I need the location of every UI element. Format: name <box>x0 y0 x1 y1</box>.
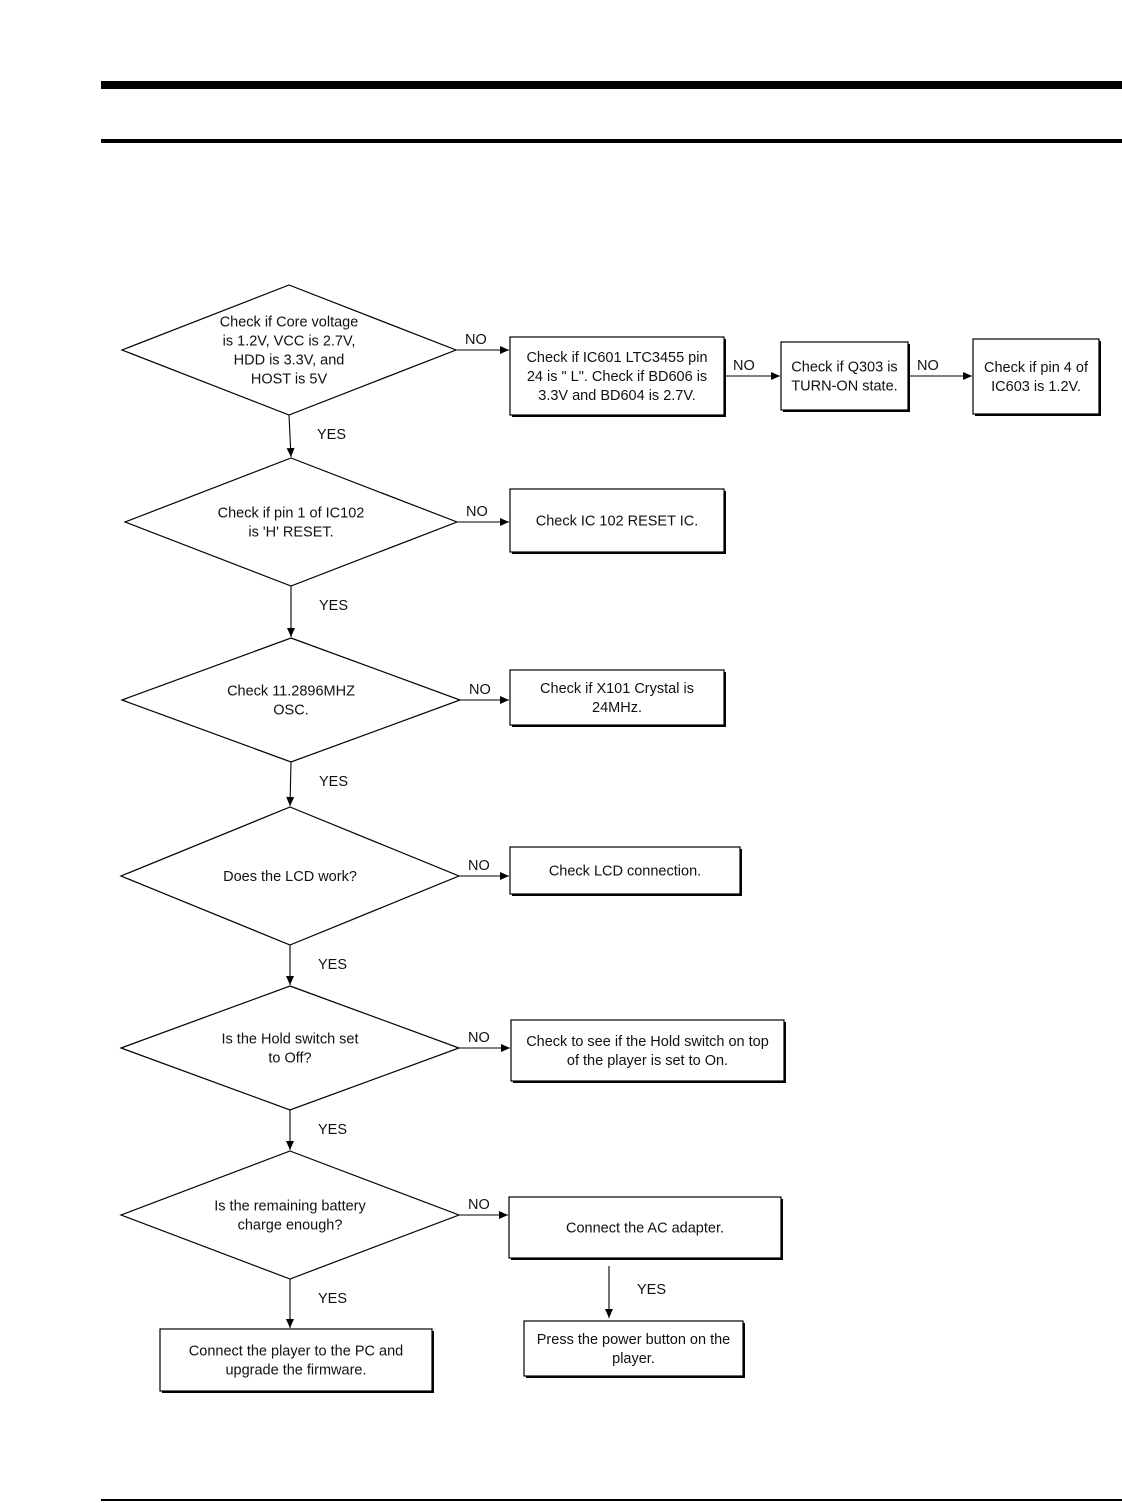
process-b1a-text-line: 3.3V and BD604 is 2.7V. <box>538 388 695 404</box>
process-b8-label: Connect the player to the PC and upgrade … <box>189 1344 403 1379</box>
process-b6-text-line: Connect the AC adapter. <box>566 1221 724 1237</box>
process-b8-text-line: upgrade the firmware. <box>225 1363 366 1379</box>
edge-d2-b2-head <box>500 518 509 526</box>
process-b1a-text-line: Check if IC601 LTC3455 pin <box>526 350 707 366</box>
decision-d4-label: Does the LCD work? <box>223 869 357 885</box>
edge-d3-d4-head <box>286 796 295 806</box>
edge-b1b-b1c-head <box>963 372 972 380</box>
process-b8 <box>159 1328 433 1392</box>
decision-d5-text-line: to Off? <box>268 1051 311 1067</box>
edge-d2-b2-label: NO <box>466 504 488 520</box>
edge-d5-b5-head <box>501 1044 510 1052</box>
edge-b1a-b1b-label: NO <box>733 358 755 374</box>
process-b1c-text-line: IC603 is 1.2V. <box>991 379 1081 395</box>
process-b3-text-line: 24MHz. <box>592 700 642 716</box>
decision-d6-text-line: charge enough? <box>238 1218 343 1234</box>
edge-d4-d5-head <box>286 976 294 985</box>
decision-d3 <box>120 637 462 763</box>
process-b5-label: Check to see if the Hold switch on top of… <box>526 1034 769 1069</box>
edge-d4-d5-label: YES <box>318 957 347 973</box>
process-b7-text-line: player. <box>612 1351 655 1367</box>
decision-d5-text-line: Is the Hold switch set <box>222 1032 359 1048</box>
process-b5-text-line: of the player is set to On. <box>567 1053 728 1069</box>
decision-d2-text-line: Check if pin 1 of IC102 <box>218 506 365 522</box>
process-b1b-label: Check if Q303 is TURN-ON state. <box>791 360 897 395</box>
decision-d1-text-line: HOST is 5V <box>251 372 328 388</box>
process-b1c-label: Check if pin 4 of IC603 is 1.2V. <box>984 360 1089 395</box>
edge-d1-d2-label: YES <box>317 427 346 443</box>
process-b4-label: Check LCD connection. <box>549 864 701 880</box>
edge-d6-b8-label: YES <box>318 1291 347 1307</box>
process-b1b-text-line: TURN-ON state. <box>791 379 897 395</box>
process-b3-label: Check if X101 Crystal is 24MHz. <box>540 681 694 716</box>
footer-rule <box>101 1499 1122 1501</box>
edge-d5-d6-label: YES <box>318 1122 347 1138</box>
decision-d6-text-line: Is the remaining battery <box>214 1199 366 1215</box>
process-b7-label: Press the power button on the player. <box>537 1332 730 1367</box>
decision-d3-text-line: OSC. <box>273 703 308 719</box>
decision-d2-text-line: is 'H' RESET. <box>248 525 333 541</box>
edge-b1a-b1b-head <box>771 372 780 380</box>
decision-d1-text-line: is 1.2V, VCC is 2.7V, <box>223 334 356 350</box>
decision-d5 <box>119 985 461 1111</box>
edge-d6-b8-head <box>286 1319 294 1328</box>
process-b6 <box>508 1196 782 1259</box>
edge-d6-b6-label: NO <box>468 1197 490 1213</box>
edge-d3-d4-label: YES <box>319 774 348 790</box>
decision-d2 <box>123 457 459 587</box>
edge-d5-b5-label: NO <box>468 1030 490 1046</box>
decision-d1-text-line: Check if Core voltage <box>220 315 359 331</box>
process-b2-label: Check IC 102 RESET IC. <box>536 514 699 530</box>
header-rule-thick <box>101 81 1122 89</box>
decision-d1 <box>120 284 458 416</box>
process-b2-text-line: Check IC 102 RESET IC. <box>536 514 699 530</box>
decision-d1-text-line: HDD is 3.3V, and <box>234 353 345 369</box>
process-b3 <box>509 669 725 726</box>
decision-d6-label: Is the remaining battery charge enough? <box>214 1199 366 1234</box>
process-b3-text-line: Check if X101 Crystal is <box>540 681 694 697</box>
decision-d1-label: Check if Core voltage is 1.2V, VCC is 2.7… <box>220 315 359 388</box>
edge-d6-b6-head <box>499 1211 508 1219</box>
edge-b6-b7-label: YES <box>637 1282 666 1298</box>
process-b4 <box>509 846 741 895</box>
decision-d3-text-line: Check 11.2896MHZ <box>227 684 355 700</box>
process-b1b <box>780 341 909 411</box>
process-b4-text-line: Check LCD connection. <box>549 864 701 880</box>
edge-d2-d3-label: YES <box>319 598 348 614</box>
process-b2 <box>509 488 725 553</box>
edge-d1-b1a-label: NO <box>465 332 487 348</box>
process-b8-text-line: Connect the player to the PC and <box>189 1344 403 1360</box>
process-b5-text-line: Check to see if the Hold switch on top <box>526 1034 769 1050</box>
process-b7-text-line: Press the power button on the <box>537 1332 730 1348</box>
process-b7 <box>523 1320 744 1377</box>
edge-b6-b7-head <box>605 1309 613 1318</box>
process-b1a-label: Check if IC601 LTC3455 pin 24 is " L". Ch… <box>526 350 707 404</box>
decision-d6 <box>119 1150 461 1280</box>
decision-d4-text-line: Does the LCD work? <box>223 869 357 885</box>
edge-b1b-b1c-label: NO <box>917 358 939 374</box>
header-rule-thin <box>101 139 1122 143</box>
edge-d5-d6-head <box>286 1141 294 1150</box>
process-b1a <box>509 336 725 416</box>
decision-d2-label: Check if pin 1 of IC102 is 'H' RESET. <box>218 506 365 541</box>
decision-d5-label: Is the Hold switch set to Off? <box>222 1032 359 1067</box>
edge-d4-b4-head <box>500 872 509 880</box>
process-b6-label: Connect the AC adapter. <box>566 1221 724 1237</box>
decision-d3-label: Check 11.2896MHZ OSC. <box>227 684 355 719</box>
edge-d4-b4-label: NO <box>468 858 490 874</box>
process-b1a-text-line: 24 is " L". Check if BD606 is <box>527 369 707 385</box>
edge-d3-b3-label: NO <box>469 682 491 698</box>
process-b5 <box>510 1019 785 1082</box>
edge-d1-d2-head <box>286 447 295 457</box>
edge-d2-d3-head <box>287 628 295 637</box>
edge-d1-b1a-head <box>500 346 509 354</box>
process-b1c-text-line: Check if pin 4 of <box>984 360 1089 376</box>
process-b1c <box>972 338 1100 415</box>
process-b1b-text-line: Check if Q303 is <box>791 360 897 376</box>
edge-d3-b3-head <box>500 696 509 704</box>
